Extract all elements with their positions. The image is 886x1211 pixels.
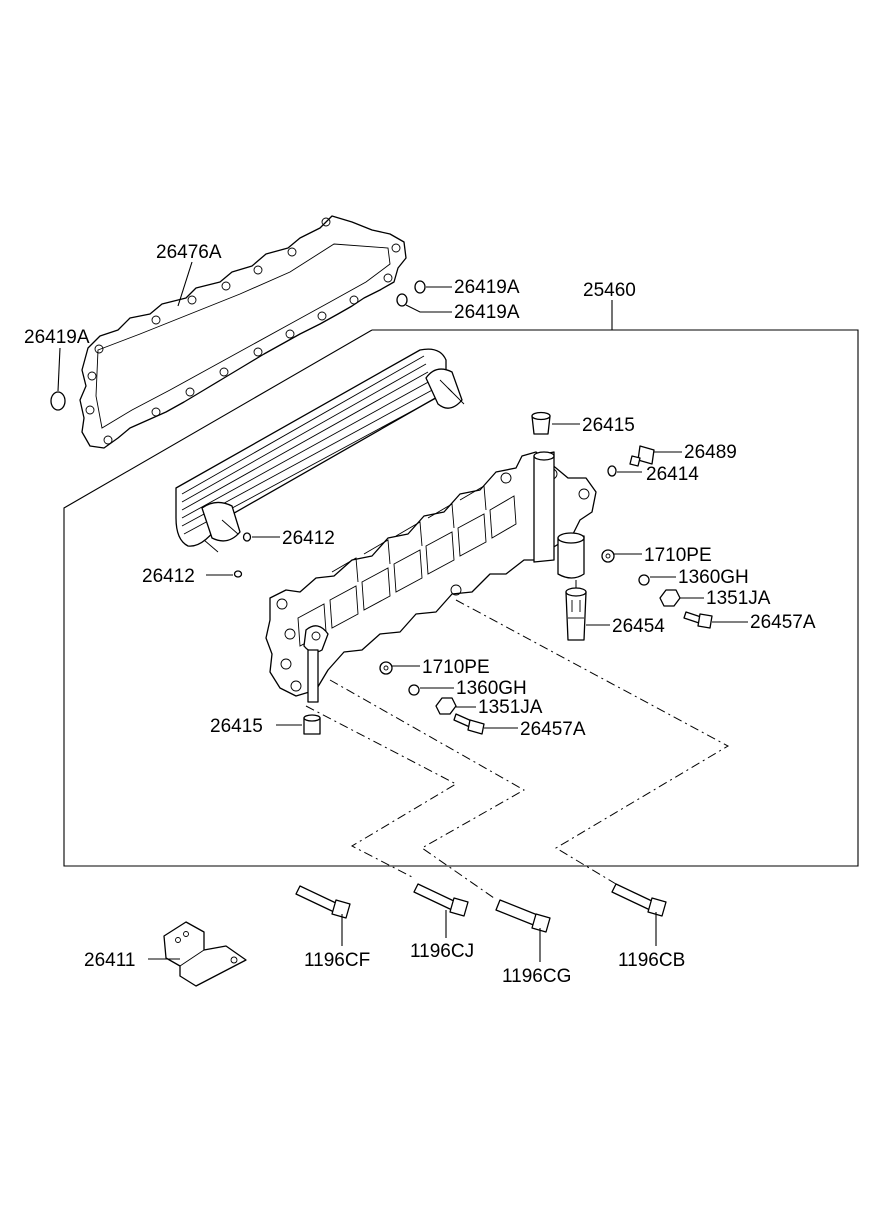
bolt-1196cj [413,883,469,917]
plug-26415-bottom [303,714,321,735]
nut-1351ja-right [659,589,681,607]
label-washer-1360gh-left: 1360GH [456,678,527,699]
label-bolt-26489: 26489 [684,442,737,463]
washer-1710pe-right [601,549,615,563]
label-oring-26414: 26414 [646,464,699,485]
label-washer-1710pe-left: 1710PE [422,657,490,678]
label-oring-26412-left: 26412 [142,566,195,587]
leader-26419a-top2 [405,304,452,313]
valve-26454 [565,587,587,641]
label-washer-1710pe-right: 1710PE [644,545,712,566]
washer-1360gh-right [638,574,650,586]
oring-26419a-top1 [414,280,426,294]
washer-1710pe-left-hole [383,665,389,671]
oring-26419a-left [50,391,66,411]
label-bolt-1196cg: 1196CG [502,966,571,987]
leader-26419a-left [57,347,61,392]
label-bracket-26411: 26411 [84,950,135,971]
label-bolt-1196cf: 1196CF [304,950,370,971]
plug-26415-top [531,411,551,435]
label-nut-1351ja-right: 1351JA [706,588,771,609]
oring-26419a-top2 [396,293,408,307]
label-bolt-1196cj: 1196CJ [410,941,474,962]
leader-26476a [177,261,193,307]
washer-1710pe-left [379,661,393,675]
ref-line-1196cg [455,599,730,885]
label-nut-1351ja-left: 1351JA [478,697,543,718]
washer-1360gh-left [408,684,420,696]
label-bolt-1196cb: 1196CB [618,950,685,971]
bolt-1196cf [295,885,351,919]
label-plug-26415-top: 26415 [582,415,635,436]
label-cooler-assy-25460: 25460 [583,280,636,301]
cooler-core [175,348,465,553]
label-gasket-26476a: 26476A [156,242,222,263]
assembly-boundary-box [63,329,859,867]
oring-26412-right [242,532,252,542]
oring-26414 [607,465,617,477]
nut-1351ja-left [435,697,457,715]
label-plug-26415-bottom: 26415 [210,716,263,737]
label-oring-26419a-left: 26419A [24,327,90,348]
bolt-1196cb [611,883,667,917]
washer-1710pe-right-hole [605,553,611,559]
cooler-housing [265,451,597,703]
label-oring-26419a-top2: 26419A [454,302,520,323]
oring-26412-left [233,570,243,578]
label-oring-26419a-top1: 26419A [454,277,520,298]
bolt-26457a-right [683,611,713,629]
label-valve-26454: 26454 [612,616,665,637]
label-oring-26412-right: 26412 [282,528,335,549]
label-bolt-26457a-right: 26457A [750,612,816,633]
gasket-26476a [79,215,407,449]
ref-line-1196cf [305,705,458,879]
ref-line-1196cj [329,679,526,899]
bolt-26489 [629,445,655,467]
bracket-26411 [163,921,247,987]
label-bolt-26457a-left: 26457A [520,719,586,740]
bolt-1196cg [495,899,551,933]
bolt-26457a-left [453,713,485,735]
label-washer-1360gh-right: 1360GH [678,567,749,588]
